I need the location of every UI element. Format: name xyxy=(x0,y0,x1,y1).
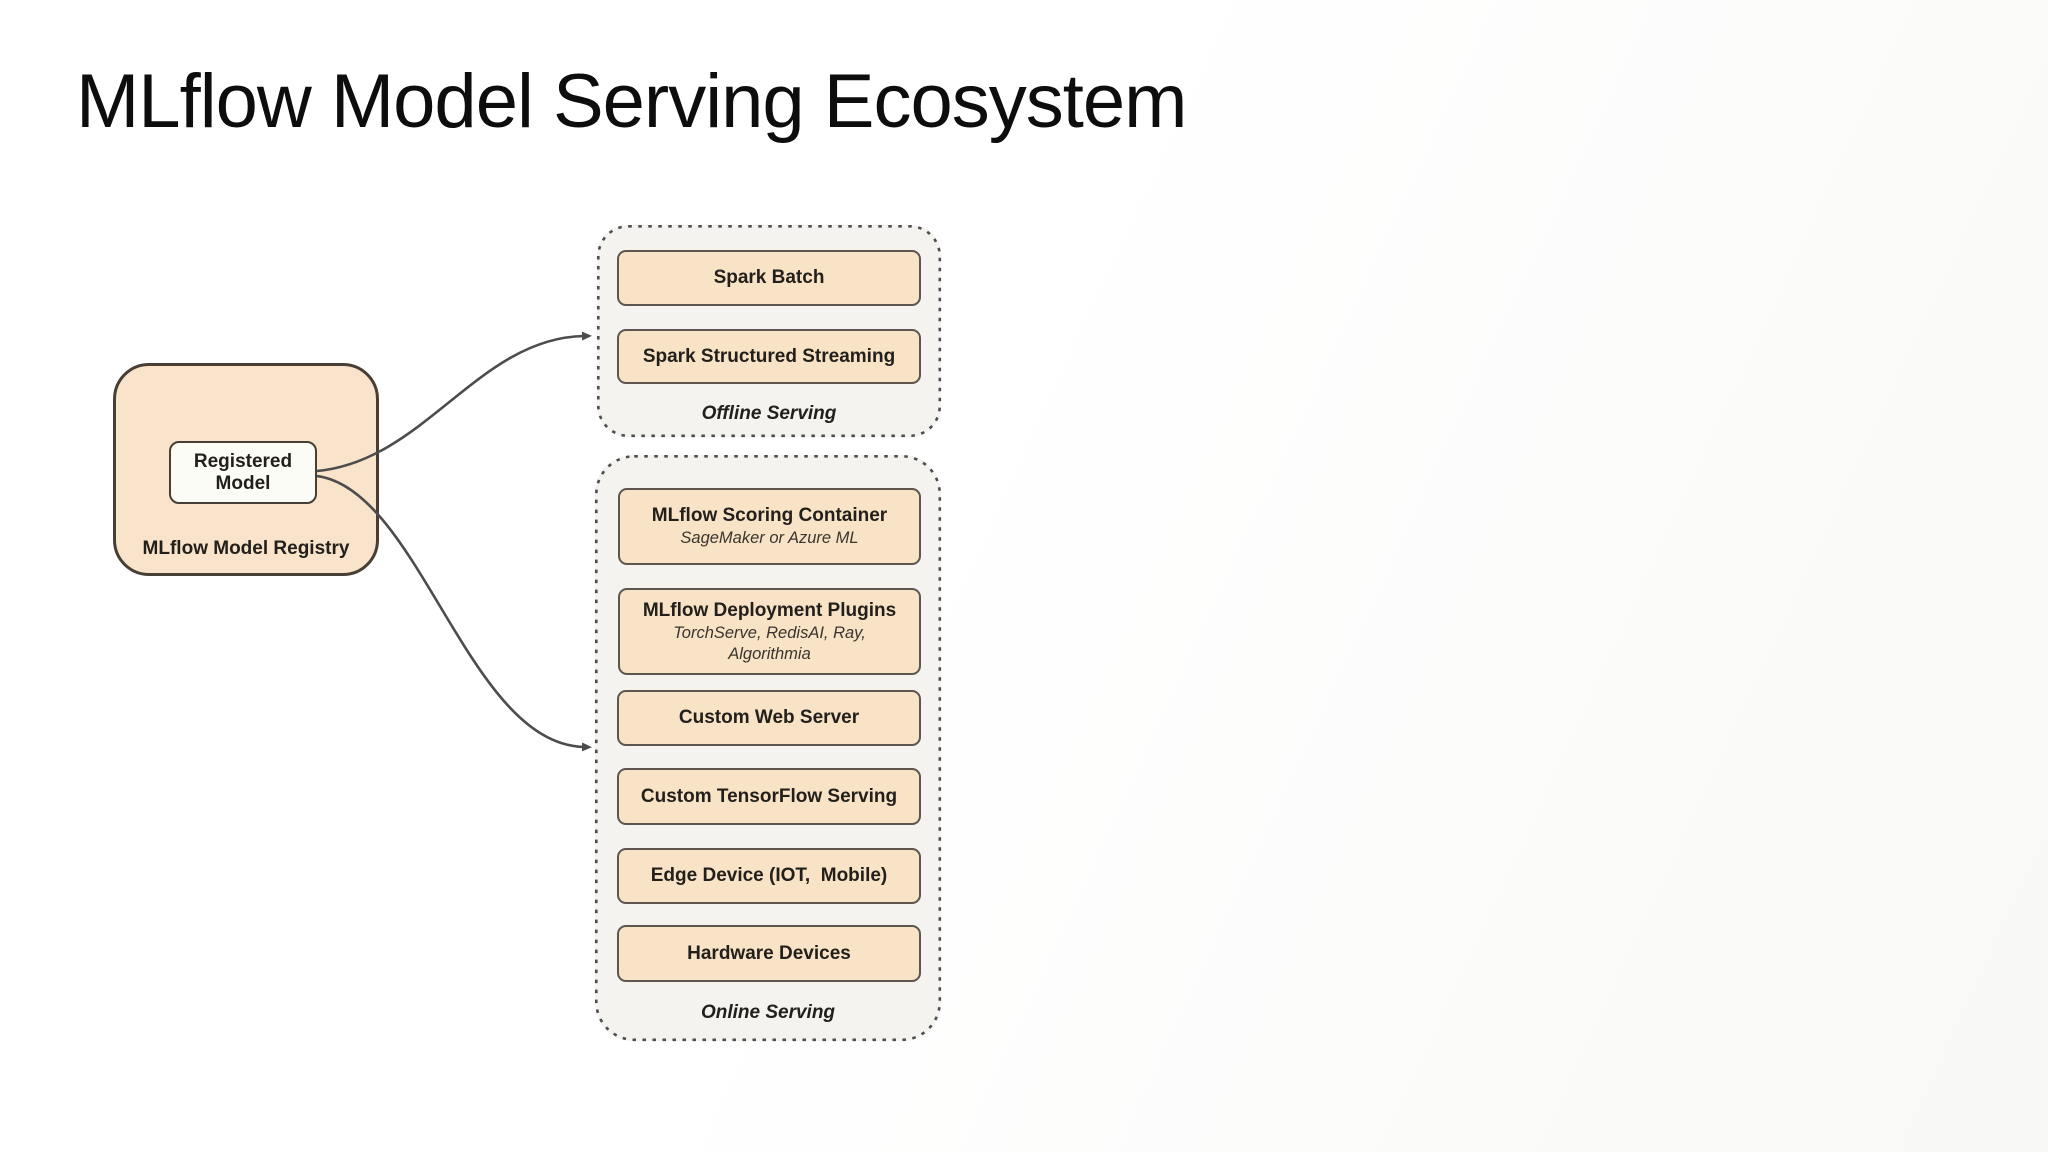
mlflow-model-registry-container: Registered Model MLflow Model Registry xyxy=(113,363,379,576)
node-spark-structured-streaming: Spark Structured Streaming xyxy=(617,329,921,384)
mlflow-model-registry-label: MLflow Model Registry xyxy=(142,538,350,559)
node-title: MLflow Deployment Plugins xyxy=(642,599,897,621)
node-spark-batch: Spark Batch xyxy=(617,250,921,306)
node-mlflow-scoring-container: MLflow Scoring Container SageMaker or Az… xyxy=(618,488,921,565)
node-custom-web-server: Custom Web Server xyxy=(617,690,921,746)
node-title: Hardware Devices xyxy=(687,942,851,964)
online-serving-group: MLflow Scoring Container SageMaker or Az… xyxy=(595,455,941,1041)
page-title: MLflow Model Serving Ecosystem xyxy=(76,59,1187,144)
offline-serving-label: Offline Serving xyxy=(701,403,837,424)
online-serving-label: Online Serving xyxy=(700,1002,836,1023)
node-edge-device: Edge Device (IOT, Mobile) xyxy=(617,848,921,904)
node-subtitle: TorchServe, RedisAI, Ray, Algorithmia xyxy=(673,623,866,663)
node-hardware-devices: Hardware Devices xyxy=(617,925,921,982)
node-custom-tensorflow-serving: Custom TensorFlow Serving xyxy=(617,768,921,825)
offline-serving-group: Spark Batch Spark Structured Streaming O… xyxy=(597,225,941,437)
node-title: Spark Batch xyxy=(713,267,825,288)
node-title: Custom TensorFlow Serving xyxy=(640,785,898,807)
registered-model-node: Registered Model xyxy=(169,441,317,504)
node-mlflow-deployment-plugins: MLflow Deployment Plugins TorchServe, Re… xyxy=(618,588,921,675)
node-title: Spark Structured Streaming xyxy=(642,345,896,367)
node-title: MLflow Scoring Container xyxy=(651,505,888,526)
node-title: Edge Device (IOT, Mobile) xyxy=(650,865,888,886)
node-title: Custom Web Server xyxy=(678,707,860,728)
node-subtitle: SageMaker or Azure ML xyxy=(680,529,859,547)
